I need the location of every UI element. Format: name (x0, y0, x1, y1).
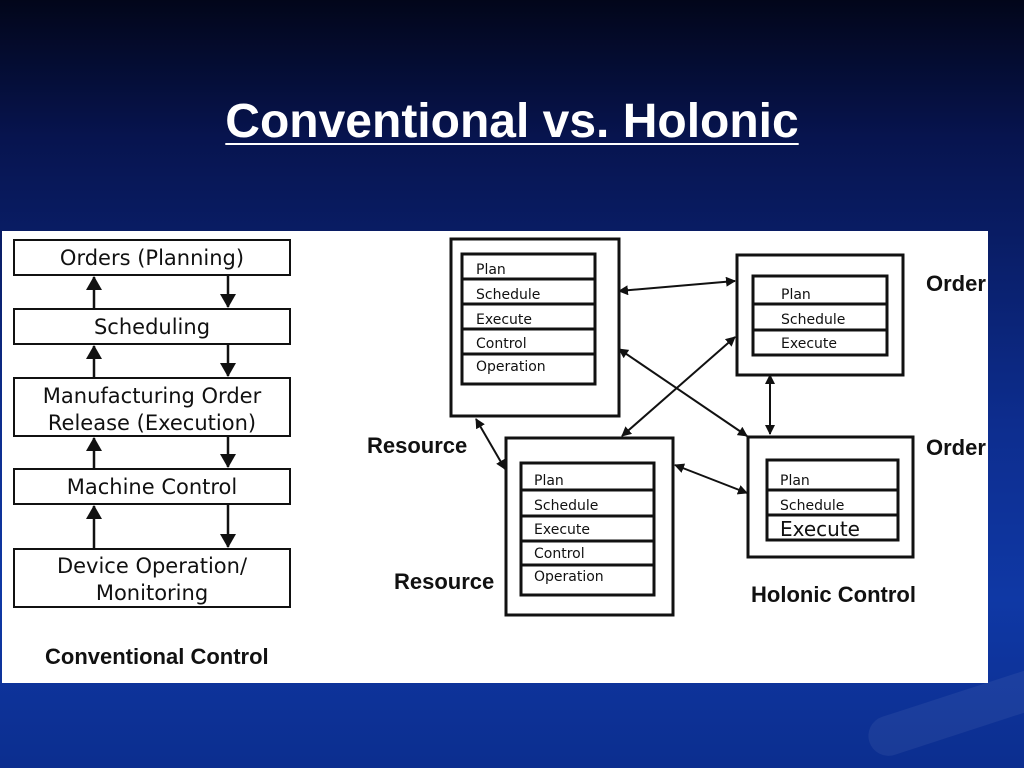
slide-title: Conventional vs. Holonic (225, 95, 799, 149)
holon-order-2-rows: Plan Schedule Execute (767, 473, 898, 541)
holon-row-plan: Plan (476, 262, 506, 278)
label-order-bottom: Order (926, 435, 986, 460)
holon-resource-2-inner (519, 461, 656, 597)
holon-resource-1-inner (460, 252, 597, 386)
holon-row-plan: Plan (780, 473, 810, 489)
level-text-execution-1: Manufacturing Order (43, 384, 262, 408)
holon-order-2-inner (765, 458, 900, 542)
level-text-execution-2: Release (Execution) (48, 411, 256, 435)
level-box-device-operation (13, 548, 291, 608)
level-box-machine-control (13, 468, 291, 505)
link-resource2-order2 (674, 463, 748, 495)
holon-row-execute: Execute (534, 522, 590, 538)
holon-row-schedule: Schedule (476, 287, 540, 303)
conventional-stack: Orders (Planning) Scheduling Manufacturi… (13, 239, 291, 669)
holon-row-plan: Plan (781, 287, 811, 303)
holon-row-operation: Operation (534, 569, 604, 585)
level-text-device-operation-1: Device Operation/ (57, 554, 248, 578)
holon-row-operation: Operation (476, 359, 546, 375)
link-resource1-order1 (618, 276, 736, 296)
holon-order-1-inner (751, 274, 889, 357)
holon-row-schedule: Schedule (780, 498, 844, 514)
link-resource1-resource2 (475, 418, 506, 470)
label-resource-bottom: Resource (394, 569, 494, 594)
level-text-planning: Orders (Planning) (60, 246, 244, 270)
holon-resource-2-rows: Plan Schedule Execute Control Operation (521, 473, 654, 585)
holon-resource-1-rows: Plan Schedule Execute Control Operation (462, 262, 595, 375)
holon-row-control: Control (534, 546, 585, 562)
holon-row-control: Control (476, 336, 527, 352)
holon-row-execute: Execute (476, 312, 532, 328)
level-box-planning (13, 239, 291, 276)
holon-row-execute: Execute (780, 517, 860, 541)
control-diagram: Orders (Planning) Scheduling Manufacturi… (13, 237, 986, 669)
holon-order-1-rows: Plan Schedule Execute (753, 287, 887, 352)
holon-row-plan: Plan (534, 473, 564, 489)
holon-row-schedule: Schedule (534, 498, 598, 514)
label-order-top: Order (926, 271, 986, 296)
level-box-execution (13, 377, 291, 437)
level-text-machine-control: Machine Control (67, 475, 238, 499)
conventional-caption: Conventional Control (45, 644, 269, 669)
holon-row-schedule: Schedule (781, 312, 845, 328)
architecture-figure: Orders (Planning) Scheduling Manufacturi… (2, 231, 988, 683)
level-text-device-operation-2: Monitoring (96, 581, 208, 605)
level-box-scheduling (13, 308, 291, 345)
holonic-network: Plan Schedule Execute Control Operation … (367, 237, 986, 617)
label-resource-top: Resource (367, 433, 467, 458)
holonic-caption: Holonic Control (751, 582, 916, 607)
holon-row-execute: Execute (781, 336, 837, 352)
level-text-scheduling: Scheduling (94, 315, 210, 339)
link-order1-resource2 (621, 336, 736, 437)
